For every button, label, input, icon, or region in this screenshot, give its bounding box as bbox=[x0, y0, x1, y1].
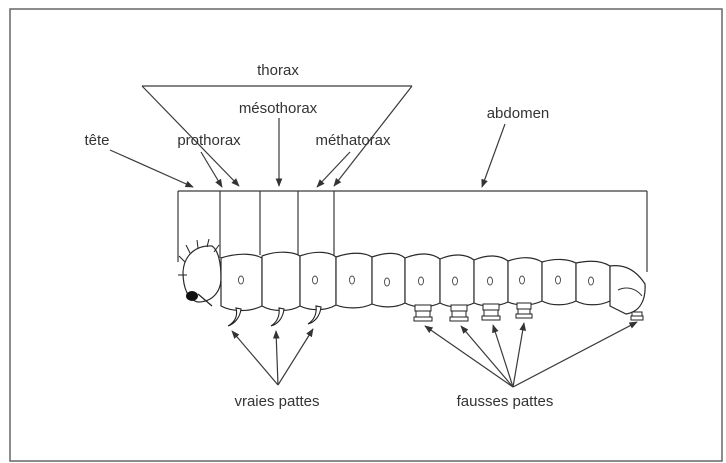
abdomen-label: abdomen bbox=[487, 105, 550, 122]
methatorax-label: méthatorax bbox=[315, 132, 391, 149]
prothorax-label: prothorax bbox=[177, 132, 241, 149]
frame-border bbox=[10, 9, 722, 461]
vraies-pattes-label: vraies pattes bbox=[234, 393, 319, 410]
tete-label: tête bbox=[84, 132, 109, 149]
fausses-pattes-label: fausses pattes bbox=[457, 393, 554, 410]
mesothorax-label: mésothorax bbox=[239, 100, 318, 117]
thorax-label: thorax bbox=[257, 62, 299, 79]
